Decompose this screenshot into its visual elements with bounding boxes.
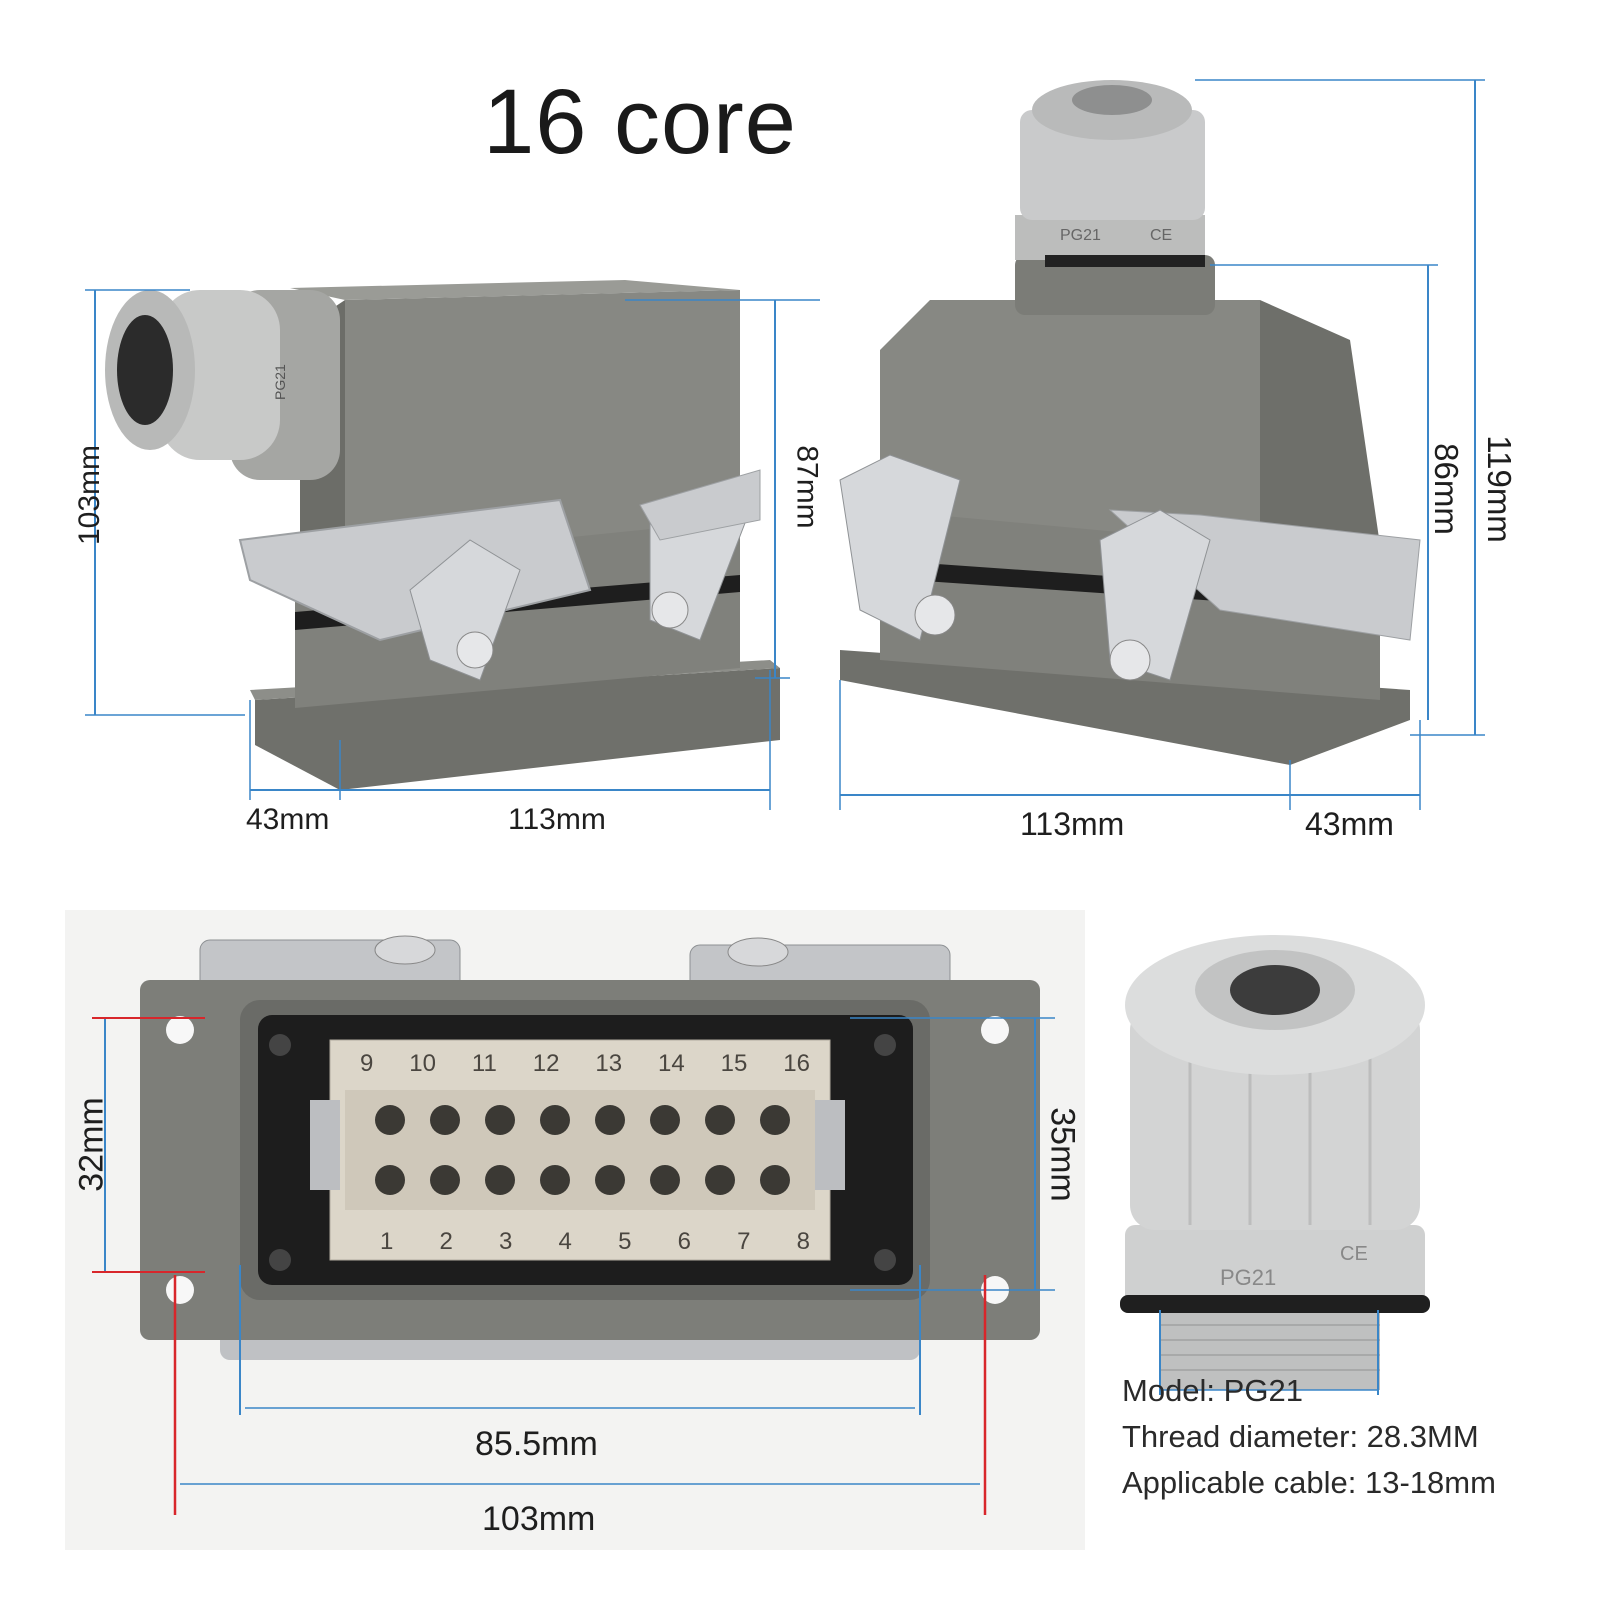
pin-label: 9 <box>360 1050 374 1077</box>
pin-row-top: 9 10 11 12 13 14 15 16 <box>360 1050 810 1078</box>
pin-label: 4 <box>558 1228 572 1255</box>
dimension-label-front-width-inner: 85.5mm <box>475 1425 598 1463</box>
left-gland-mark: PG21 <box>272 364 288 400</box>
pin-label: 2 <box>439 1228 453 1255</box>
pin-label: 11 <box>471 1050 497 1077</box>
dimension-label-right-body-height: 86mm <box>1427 443 1465 535</box>
gland-spec-thread: Thread diameter: 28.3MM <box>1122 1419 1479 1454</box>
page-title: 16 core <box>483 71 797 173</box>
pin-label: 8 <box>796 1228 810 1255</box>
dimension-label-left-depth: 43mm <box>246 803 330 836</box>
pin-label: 12 <box>532 1050 560 1077</box>
gland-mark: PG21 <box>1220 1265 1276 1290</box>
dimension-label-front-height-outer: 35mm <box>1043 1107 1082 1202</box>
dimension-label-front-width-outer: 103mm <box>482 1500 596 1538</box>
pin-label: 14 <box>658 1050 685 1077</box>
dimension-label-left-height: 103mm <box>73 444 107 546</box>
pin-label: 3 <box>499 1228 513 1255</box>
cable-gland-view: PG21 CE <box>1120 935 1430 1395</box>
pin-label: 1 <box>380 1228 394 1255</box>
dimension-label-right-total-height: 119mm <box>1480 435 1518 543</box>
right-gland-ce: CE <box>1150 227 1172 244</box>
pin-label: 15 <box>720 1050 748 1077</box>
gland-spec-model: Model: PG21 <box>1122 1373 1303 1408</box>
dimension-label-right-width: 113mm <box>1020 806 1125 842</box>
pin-sockets <box>370 1095 790 1205</box>
dimension-label-front-height-inner: 32mm <box>72 1097 111 1192</box>
pin-label: 7 <box>737 1228 751 1255</box>
gland-spec-cable: Applicable cable: 13-18mm <box>1122 1465 1496 1500</box>
front-connector-view <box>65 910 1085 1550</box>
dimension-label-right-depth: 43mm <box>1305 806 1394 842</box>
left-connector-view: PG21 <box>85 280 820 810</box>
pin-row-bottom: 1 2 3 4 5 6 7 8 <box>380 1228 810 1256</box>
dimension-label-left-width: 113mm <box>508 803 606 836</box>
right-gland-mark: PG21 <box>1060 227 1101 244</box>
dimension-label-left-body-height: 87mm <box>790 445 824 529</box>
pin-label: 13 <box>595 1050 623 1077</box>
gland-ce: CE <box>1340 1243 1368 1265</box>
pin-label: 6 <box>677 1228 691 1255</box>
pin-label: 16 <box>783 1050 810 1077</box>
pin-label: 5 <box>618 1228 632 1255</box>
right-connector-view: PG21 CE <box>839 79 1485 810</box>
gland-specs: Model: PG21 Thread diameter: 28.3MM Appl… <box>1122 1368 1496 1506</box>
pin-label: 10 <box>409 1050 436 1077</box>
